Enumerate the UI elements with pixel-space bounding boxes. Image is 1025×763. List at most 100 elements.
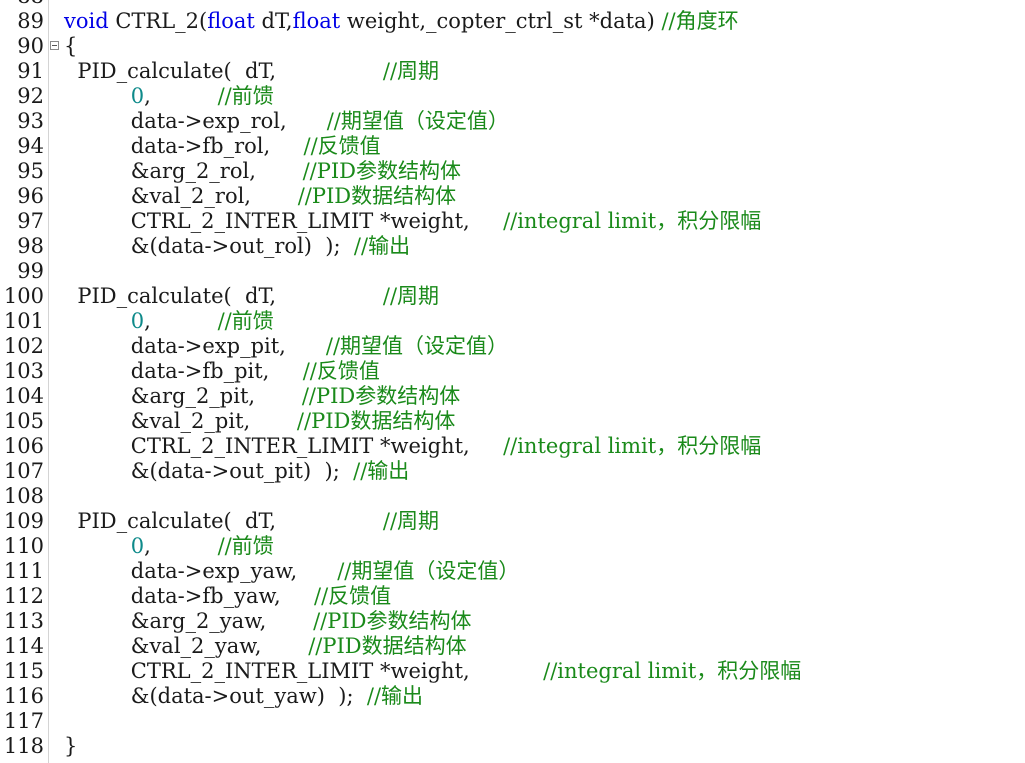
code-token: PID_calculate( dT, [64,59,383,83]
code-token: , [144,309,218,333]
line-number: 117 [3,709,44,733]
code-line[interactable]: 100 PID_calculate( dT, //周期 [0,284,1025,309]
code-line[interactable]: 90{ [0,34,1025,59]
comment-token: //周期 [382,59,440,83]
comment-token: //输出 [353,459,410,483]
comment-token: //PID数据结构体 [297,184,457,208]
collapse-fold-icon[interactable] [50,41,59,50]
line-number: 88 [0,0,44,9]
code-token: , [144,534,218,558]
keyword-token: float [207,9,255,33]
code-text: &val_2_rol, //PID数据结构体 [64,184,456,209]
code-line[interactable]: 96 &val_2_rol, //PID数据结构体 [0,184,1025,209]
comment-token: //前馈 [217,84,274,108]
line-number: 100 [3,284,44,308]
code-line[interactable]: 88 [0,0,1025,9]
comment-token: //PID数据结构体 [296,409,456,433]
code-line[interactable]: 113 &arg_2_yaw, //PID参数结构体 [0,609,1025,634]
code-token: data->fb_rol, [64,134,304,158]
code-line[interactable]: 101 0, //前馈 [0,309,1025,334]
code-line[interactable]: 114 &val_2_yaw, //PID数据结构体 [0,634,1025,659]
number-token: 0 [130,309,145,333]
code-line[interactable]: 116 &(data->out_yaw) ); //输出 [0,684,1025,709]
code-line[interactable]: 108 [0,484,1025,509]
code-line[interactable]: 103 data->fb_pit, //反馈值 [0,359,1025,384]
code-line[interactable]: 97 CTRL_2_INTER_LIMIT *weight, //integra… [0,209,1025,234]
code-text: &arg_2_pit, //PID参数结构体 [64,384,460,409]
code-text: CTRL_2_INTER_LIMIT *weight, //integral l… [64,209,761,234]
code-token: &(data->out_yaw) ); [64,684,367,708]
comment-token: //PID参数结构体 [301,384,461,408]
code-text: } [64,734,77,759]
code-token: CTRL_2_INTER_LIMIT *weight, [64,209,504,233]
comment-token: //前馈 [217,309,274,333]
code-token: } [64,734,78,758]
line-number: 113 [3,609,44,633]
code-token: CTRL_2_INTER_LIMIT *weight, [64,434,504,458]
code-line[interactable]: 92 0, //前馈 [0,84,1025,109]
comment-token: //周期 [382,284,440,308]
number-token: 0 [130,534,145,558]
code-line[interactable]: 94 data->fb_rol, //反馈值 [0,134,1025,159]
code-text: 0, //前馈 [64,309,274,334]
line-number: 103 [3,359,44,383]
code-text: &arg_2_yaw, //PID参数结构体 [64,609,472,634]
code-text: data->fb_yaw, //反馈值 [64,584,391,609]
comment-token: //PID数据结构体 [308,634,467,658]
code-token [64,534,131,558]
code-token: CTRL_2_INTER_LIMIT *weight, [64,659,544,683]
comment-token: //期望值（设定值） [325,334,509,358]
code-token: data->fb_yaw, [64,584,315,608]
code-line[interactable]: 106 CTRL_2_INTER_LIMIT *weight, //integr… [0,434,1025,459]
code-line[interactable]: 112 data->fb_yaw, //反馈值 [0,584,1025,609]
line-number: 97 [17,209,44,233]
line-number: 92 [17,84,44,108]
code-token: data->fb_pit, [64,359,303,383]
code-text: PID_calculate( dT, //周期 [64,509,439,534]
code-line[interactable]: 93 data->exp_rol, //期望值（设定值） [0,109,1025,134]
code-line[interactable]: 117 [0,709,1025,734]
code-text: data->exp_yaw, //期望值（设定值） [64,559,520,584]
code-text: CTRL_2_INTER_LIMIT *weight, //integral l… [64,659,802,684]
code-line[interactable]: 107 &(data->out_pit) ); //输出 [0,459,1025,484]
code-line[interactable]: 105 &val_2_pit, //PID数据结构体 [0,409,1025,434]
code-token: &arg_2_pit, [64,384,302,408]
code-line[interactable]: 115 CTRL_2_INTER_LIMIT *weight, //integr… [0,659,1025,684]
line-number: 104 [3,384,44,408]
code-text: &val_2_yaw, //PID数据结构体 [64,634,467,659]
code-text: PID_calculate( dT, //周期 [64,59,439,84]
code-token: data->exp_yaw, [64,559,338,583]
code-line[interactable]: 98 &(data->out_rol) ); //输出 [0,234,1025,259]
code-line[interactable]: 104 &arg_2_pit, //PID参数结构体 [0,384,1025,409]
code-text: &(data->out_yaw) ); //输出 [64,684,423,709]
code-line[interactable]: 109 PID_calculate( dT, //周期 [0,509,1025,534]
code-line[interactable]: 111 data->exp_yaw, //期望值（设定值） [0,559,1025,584]
code-line[interactable]: 118} [0,734,1025,759]
line-number: 115 [3,659,44,683]
line-number: 110 [3,534,44,558]
line-number: 111 [3,559,44,583]
code-token: weight,_copter_ctrl_st *data) [340,9,662,33]
code-line[interactable]: 99 [0,259,1025,284]
line-number: 95 [17,159,44,183]
line-number: 108 [3,484,44,508]
code-text: data->exp_rol, //期望值（设定值） [64,109,509,134]
line-number: 90 [17,34,44,58]
line-number: 114 [3,634,44,658]
code-text: 0, //前馈 [64,84,274,109]
code-line[interactable]: 95 &arg_2_rol, //PID参数结构体 [0,159,1025,184]
number-token: 0 [130,84,145,108]
line-number-gutter [0,0,49,763]
code-token: &arg_2_rol, [64,159,303,183]
code-line[interactable]: 102 data->exp_pit, //期望值（设定值） [0,334,1025,359]
keyword-token: void [64,9,109,33]
code-line[interactable]: 91 PID_calculate( dT, //周期 [0,59,1025,84]
line-number: 102 [3,334,44,358]
code-token: &(data->out_pit) ); [64,459,354,483]
comment-token: //integral limit，积分限幅 [543,659,802,683]
code-line[interactable]: 110 0, //前馈 [0,534,1025,559]
code-text: void CTRL_2(float dT,float weight,_copte… [64,9,739,34]
